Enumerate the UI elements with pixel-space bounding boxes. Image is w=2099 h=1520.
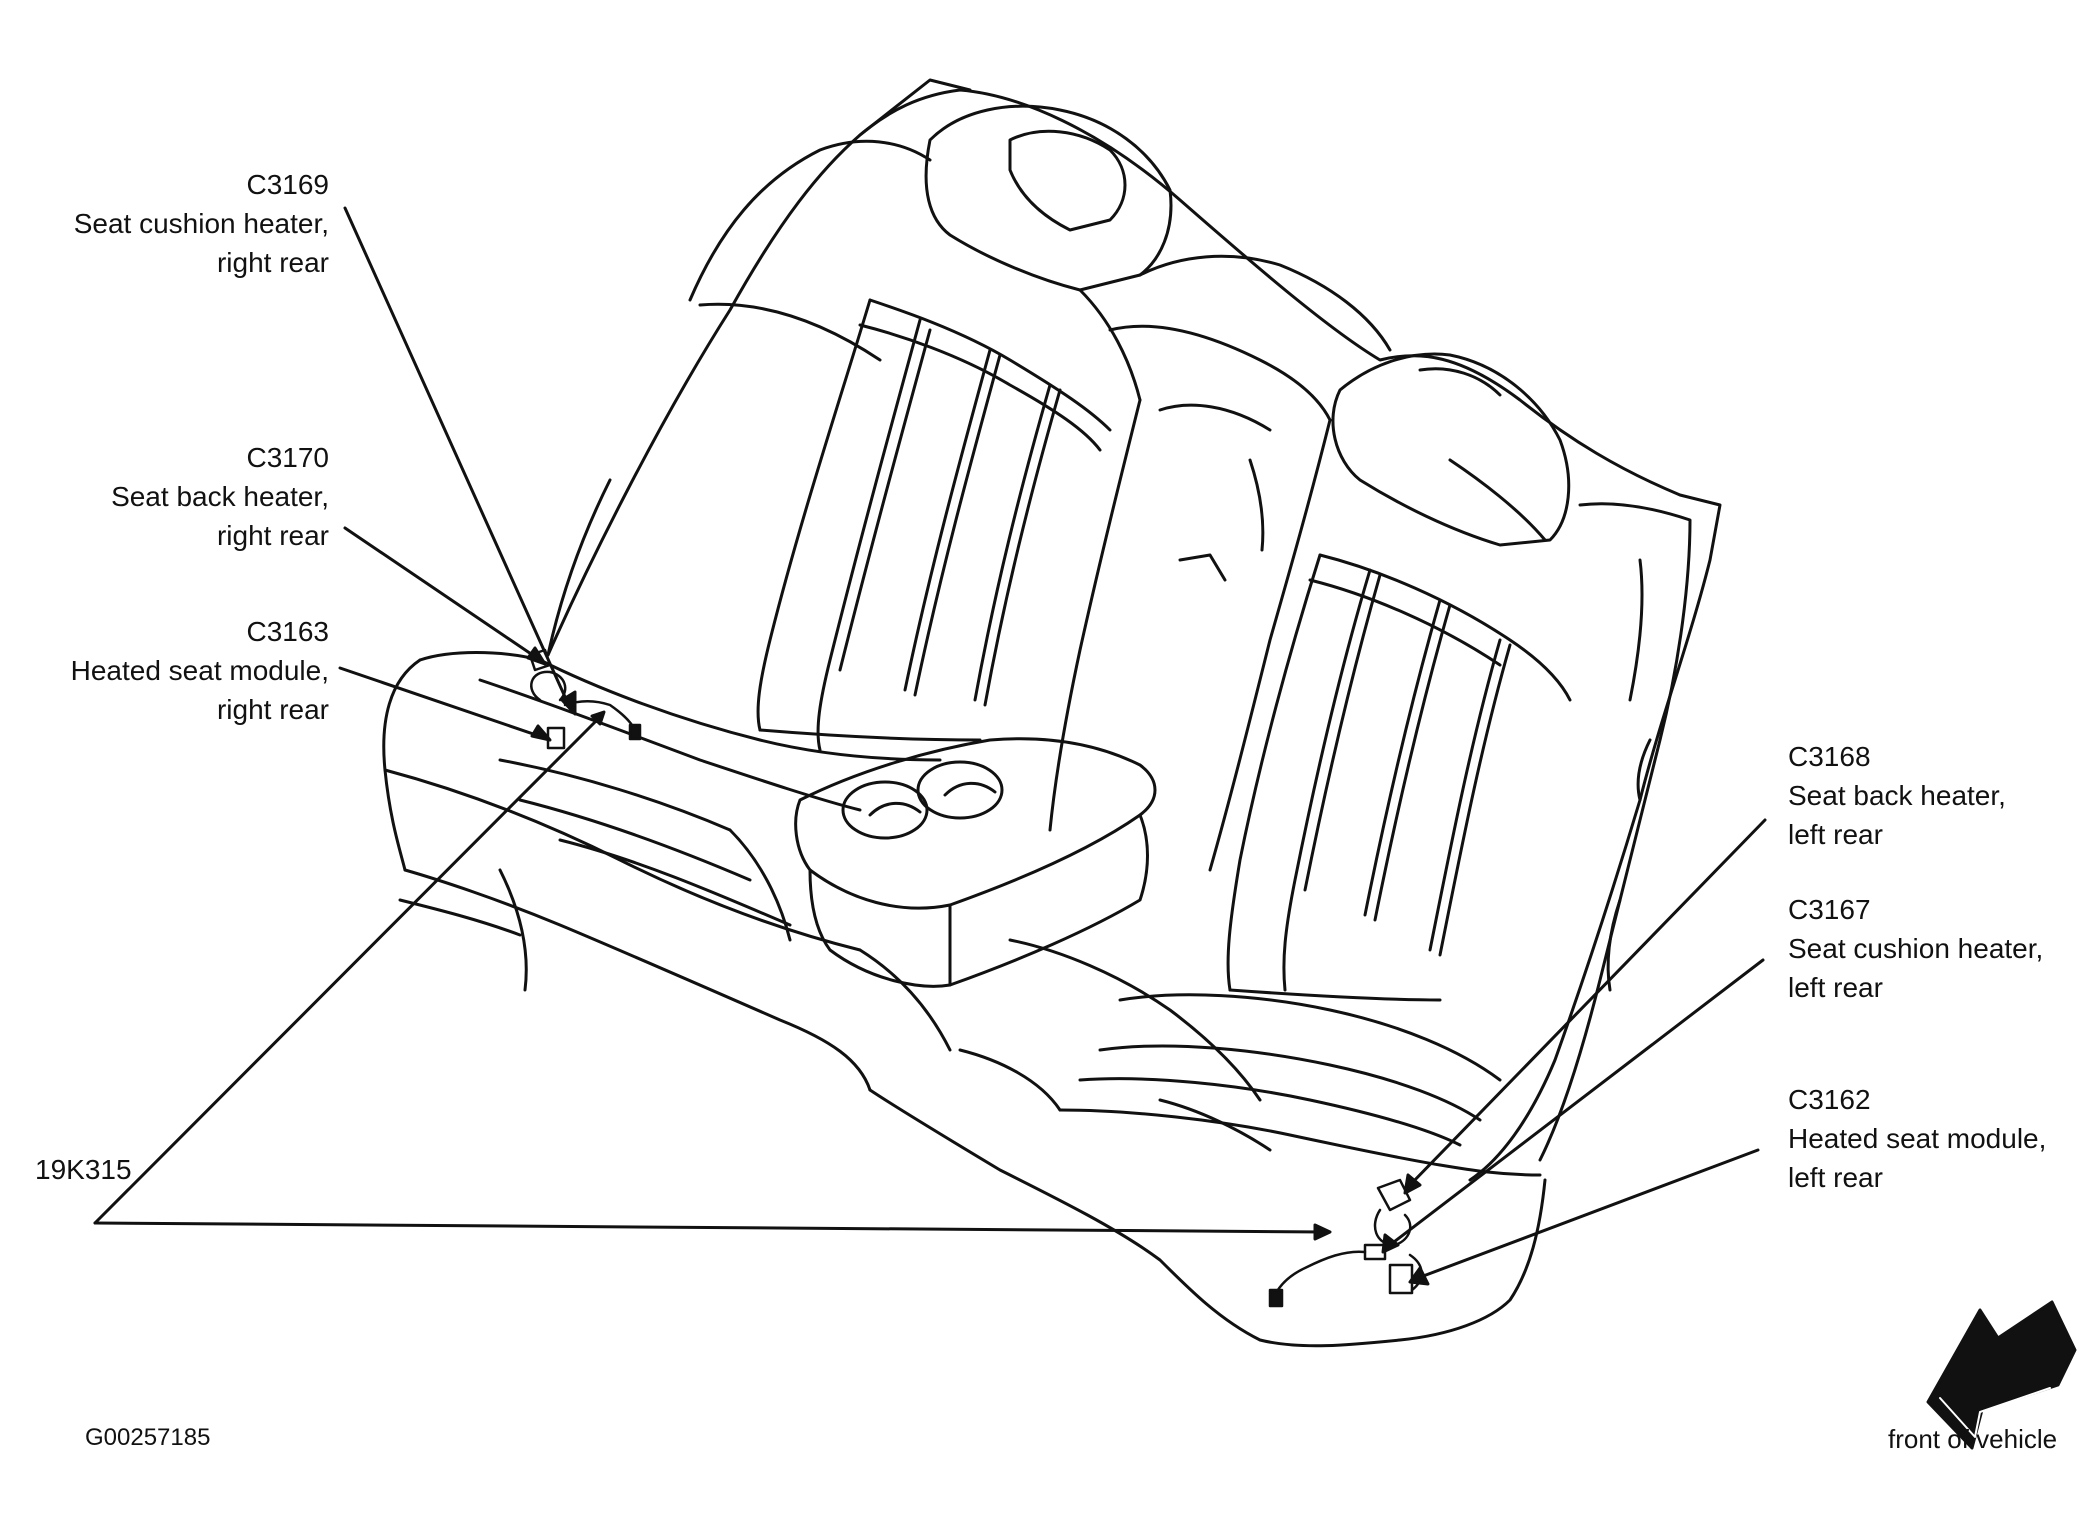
- callout-code: C3168: [1788, 741, 1871, 772]
- seat-cushion: [382, 651, 1547, 1348]
- harness-label: 19K315: [35, 1154, 132, 1185]
- callout-desc-line1: Seat back heater,: [111, 481, 329, 512]
- callout-c3163: C3163 Heated seat module, right rear: [71, 612, 329, 729]
- callout-desc-line2: right rear: [216, 694, 329, 725]
- callout-code: C3162: [1788, 1084, 1871, 1115]
- callout-desc-line1: Seat cushion heater,: [1788, 933, 2044, 964]
- center-armrest: [794, 737, 1157, 988]
- callout-desc-line2: left rear: [1788, 819, 1883, 850]
- front-direction-arrow-icon: [1926, 1300, 2077, 1450]
- callout-c3170: C3170 Seat back heater, right rear: [111, 438, 329, 555]
- callout-code: C3170: [246, 442, 329, 473]
- right-seat-headrest: [924, 104, 1173, 402]
- callout-desc-line2: left rear: [1788, 972, 1883, 1003]
- callout-desc-line1: Heated seat module,: [1788, 1123, 2047, 1154]
- harness-leader-lines: [93, 710, 1332, 1241]
- callout-desc-line1: Heated seat module,: [70, 655, 329, 686]
- left-rear-connectors: [1268, 1178, 1423, 1308]
- right-seat-back-pleats: [756, 298, 1112, 752]
- callout-c3169: C3169 Seat cushion heater, right rear: [74, 165, 329, 282]
- left-seat-back-pleats: [1226, 553, 1572, 1002]
- left-leader-lines: [338, 206, 577, 742]
- callout-desc-line2: left rear: [1788, 1162, 1883, 1193]
- direction-label: front of vehicle: [1888, 1424, 2058, 1454]
- center-seat-back: [1048, 254, 1392, 872]
- seat-back-shell: [546, 78, 1722, 1182]
- left-seat-headrest: [1331, 352, 1571, 547]
- callout-code: C3163: [246, 616, 329, 647]
- left-side-bolster: [1538, 502, 1692, 1162]
- callout-c3162: C3162 Heated seat module, left rear: [1788, 1080, 2046, 1197]
- callout-desc-line2: right rear: [216, 520, 329, 551]
- right-leader-lines: [1381, 818, 1767, 1286]
- callout-c3167: C3167 Seat cushion heater, left rear: [1788, 890, 2043, 1007]
- callout-code: C3169: [246, 169, 329, 200]
- callout-desc-line1: Seat cushion heater,: [73, 208, 329, 239]
- callout-c3168: C3168 Seat back heater, left rear: [1788, 737, 2006, 854]
- callout-desc-line1: Seat back heater,: [1788, 780, 2006, 811]
- callout-desc-line2: right rear: [216, 247, 329, 278]
- callout-code: C3167: [1788, 894, 1871, 925]
- figure-id: G00257185: [85, 1424, 211, 1451]
